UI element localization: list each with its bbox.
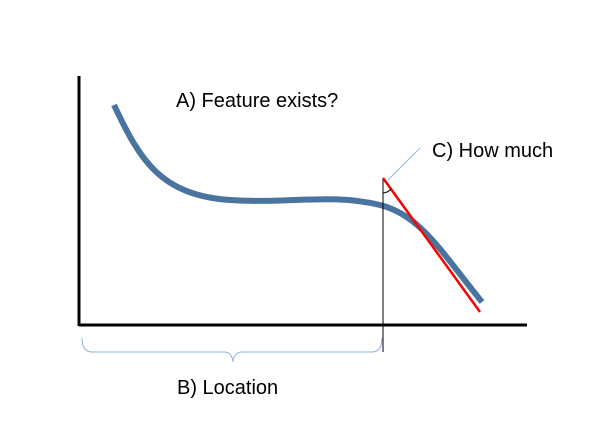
tangent-line bbox=[381, 177, 482, 313]
location-label: B) Location bbox=[177, 377, 278, 399]
feature-exists-label: A) Feature exists? bbox=[176, 90, 338, 112]
how-much-leader-line bbox=[387, 147, 421, 181]
how-much-label: C) How much bbox=[432, 140, 553, 162]
location-brace bbox=[81, 337, 383, 363]
signal-curve bbox=[111, 103, 485, 304]
angle-arc bbox=[382, 188, 392, 194]
